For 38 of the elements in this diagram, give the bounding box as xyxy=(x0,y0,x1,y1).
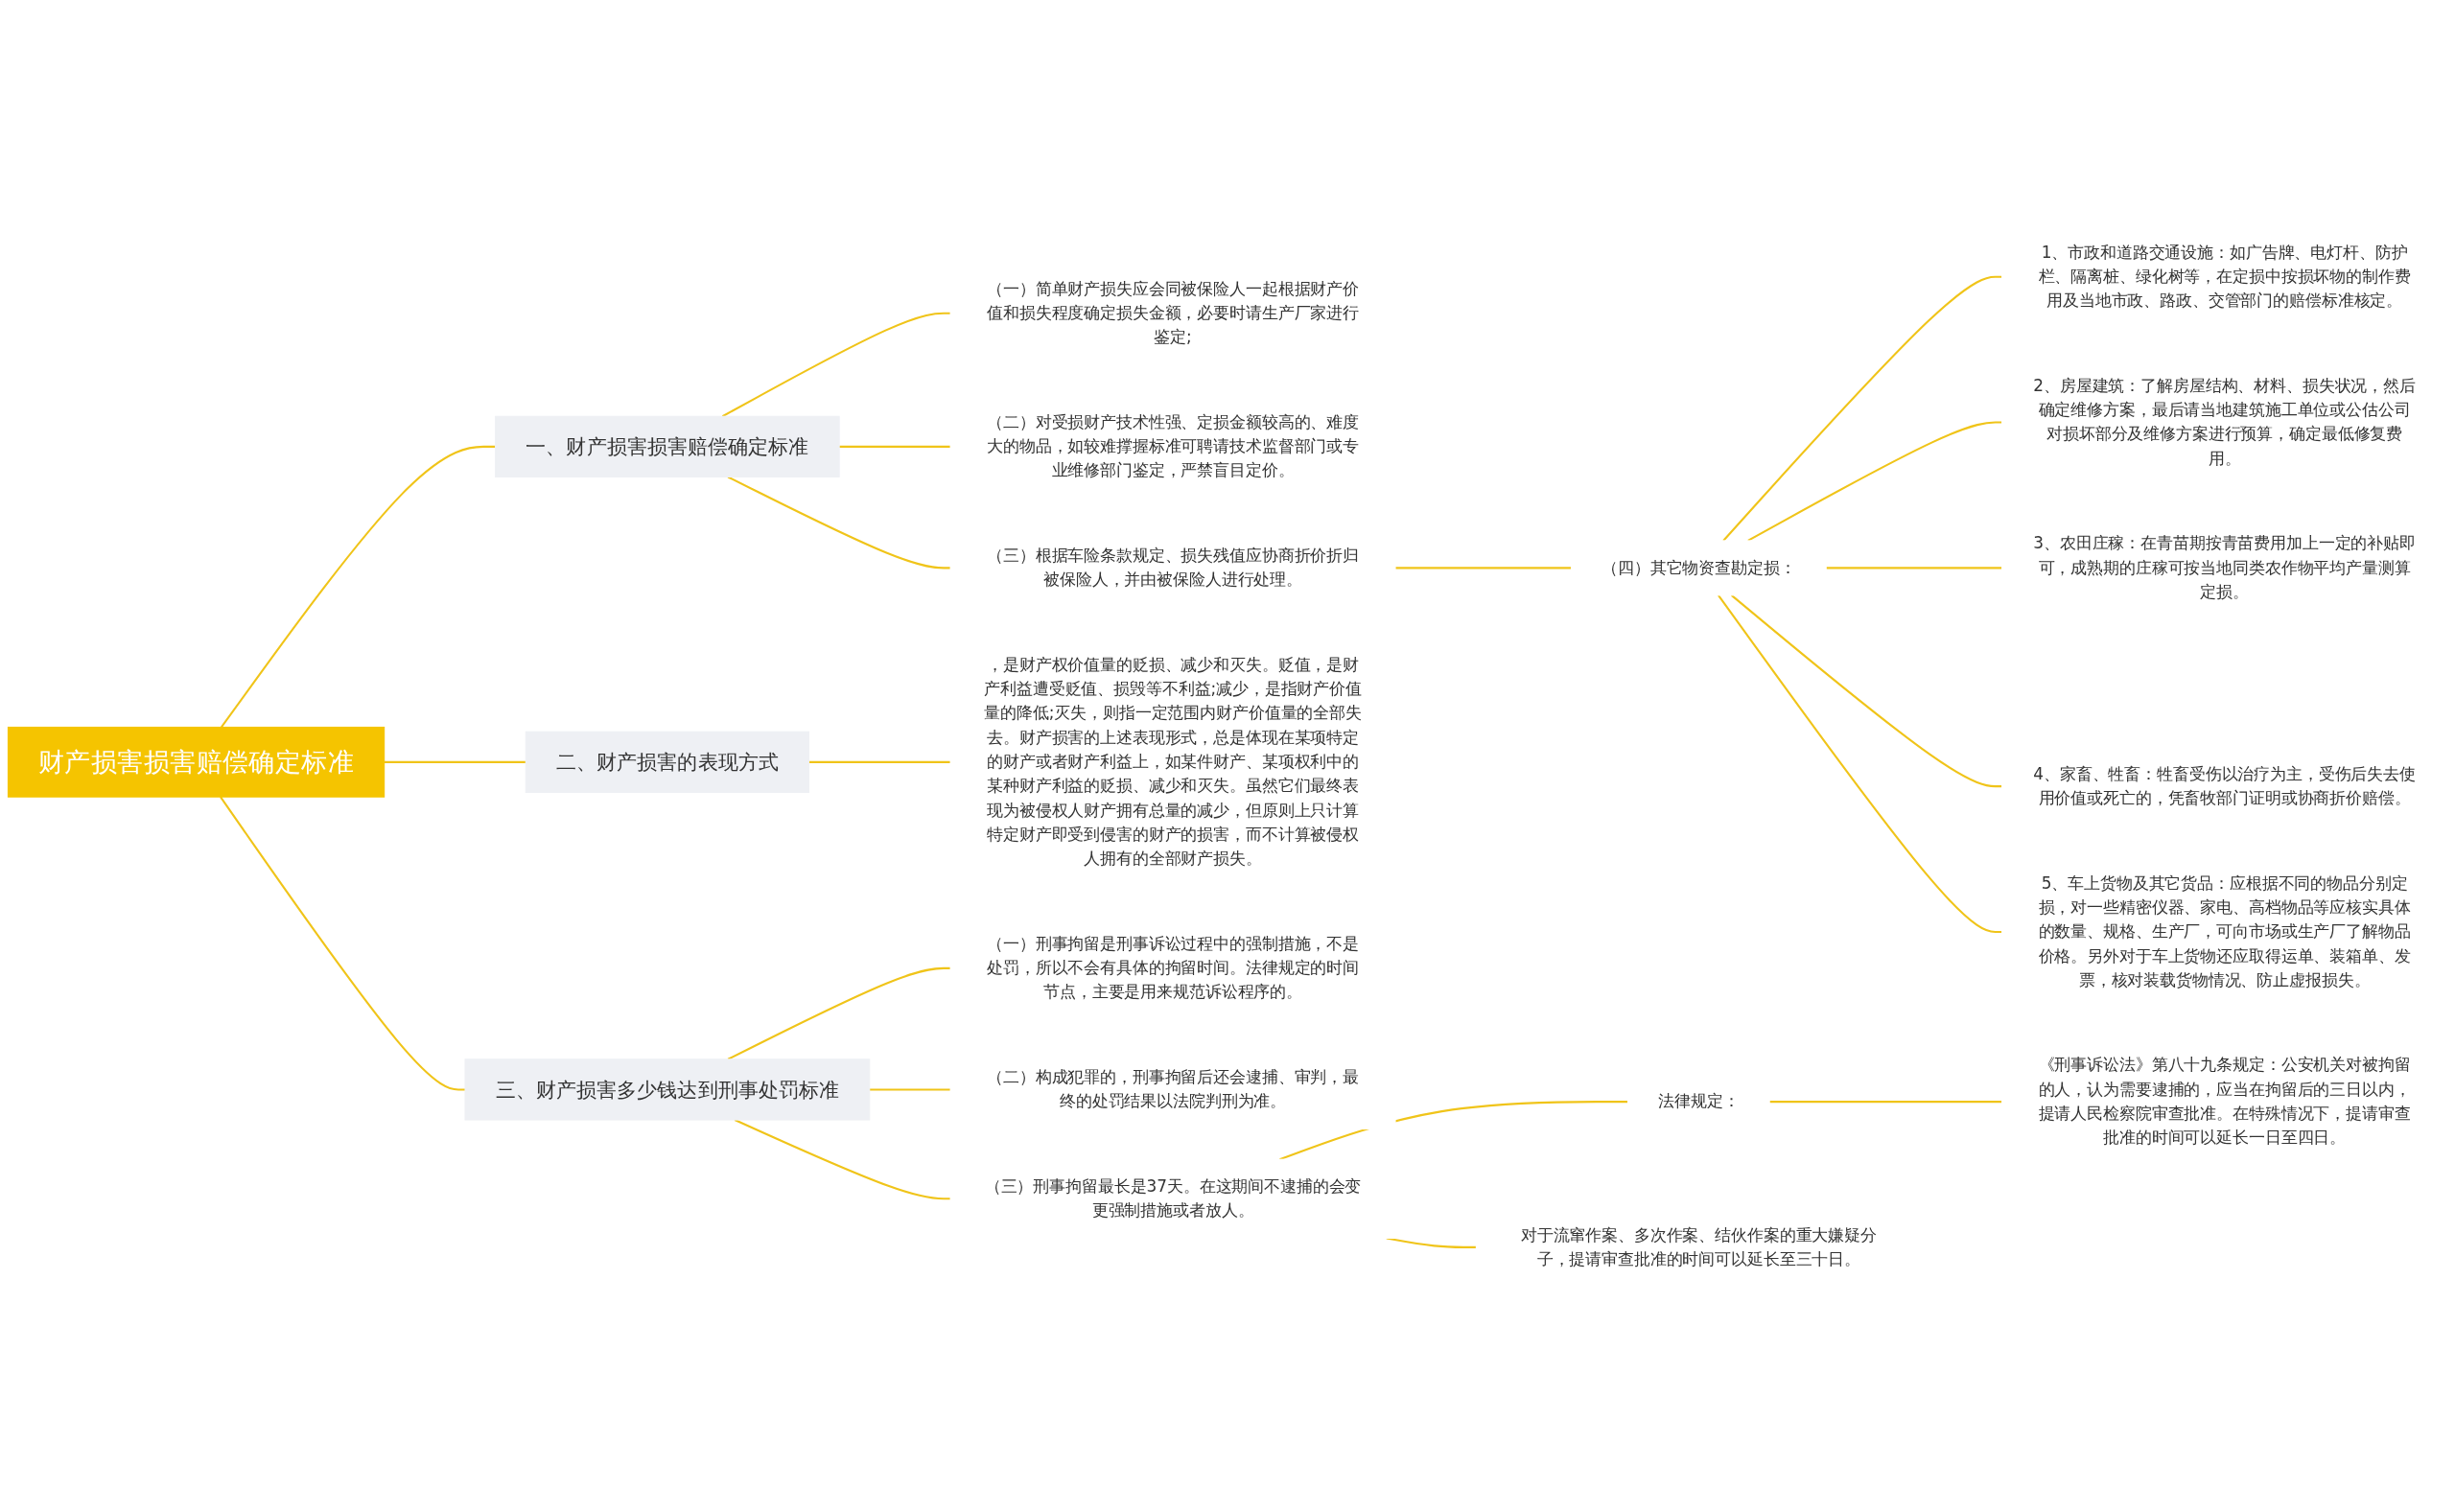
connector xyxy=(721,312,951,418)
connector xyxy=(734,1119,951,1200)
node-text: 1、市政和道路交通设施：如广告牌、电灯杆、防护栏、隔离桩、绿化树等，在定损中按损坏物的制作费用及当地市政、路政、交管部门的赔偿标准核定。 xyxy=(2038,242,2411,311)
node-box: 财产损害损害赔偿确定标准 xyxy=(7,726,386,798)
connector xyxy=(727,966,951,1060)
node-text: 法律规定： xyxy=(1658,1091,1740,1111)
connector xyxy=(1769,1101,2002,1104)
node-text: （二）对受损财产技术性强、定损金额较高的、难度大的物品，如较难撑握标准可聘请技术监督部门或专业维修部门鉴定，严禁盲目定价。 xyxy=(987,412,1360,480)
node-text: （二）构成犯罪的，刑事拘留后还会逮捕、审判，最终的处罚结果以法院判刑为准。 xyxy=(987,1067,1360,1111)
connector xyxy=(839,445,951,448)
connector xyxy=(220,796,465,1091)
node-text: 对于流窜作案、多次作案、结伙作案的重大嫌疑分子，提请审查批准的时间可以延长至三十日。 xyxy=(1520,1224,1877,1269)
connector xyxy=(869,1088,951,1091)
node-text: ，是财产权价值量的贬损、减少和灭失。贬值，是财产利益遭受贬值、损毁等不利益;减少，是指财产价值量的降低;灭失，则指一定范围内财产价值量的全部失去。财产损害的上述表现形式，总是体现在某项特定的财产或者财产利益上，如某件财产、某项权利中的某种财产利益的贬损、减少和灭失。虽然它们最终表现为被侵权人财产拥有总量的减少，但原则上只计算特定财产即受到侵害的财产的损害，而不计算被侵权人拥有的全部财产损失。 xyxy=(984,655,1362,869)
connector xyxy=(1826,567,2002,570)
node-text: 5、车上货物及其它货品：应根据不同的物品分别定损，对一些精密仪器、家电、高档物品等应核实具体的数量、规格、生产厂，可向市场或生产厂了解物品价格。另外对于车上货物还应取得运单、装箱单、发票，核对装载货物情况、防止虚报损失。 xyxy=(2038,872,2411,990)
connector xyxy=(1747,421,2002,542)
node-box: 三、财产损害多少钱达到刑事处罚标准 xyxy=(464,1058,871,1121)
node-text: （一）简单财产损失应会同被保险人一起根据财产价值和损失程度确定损失金额，必要时请生产厂家进行鉴定; xyxy=(987,278,1360,347)
node-text: （一）刑事拘留是刑事诉讼过程中的强制措施，不是处罚，所以不会有具体的拘留时间。法律规定的时间节点，主要是用来规范诉讼程序的。 xyxy=(987,934,1360,1002)
connector xyxy=(1718,594,2002,933)
connector xyxy=(384,760,526,763)
node-text: 4、家畜、牲畜：牲畜受伤以治疗为主，受伤后失去使用价值或死亡的，凭畜牧部门证明或协商折价赔偿。 xyxy=(2033,763,2416,808)
node-text: （三）刑事拘留最长是37天。在这期间不逮捕的会变更强制措施或者放人。 xyxy=(984,1176,1362,1221)
node-text: 《刑事诉讼法》第八十九条规定：公安机关对被拘留的人，认为需要逮捕的，应当在拘留后的三日以内，提请人民检察院审查批准。在特殊情况下，提请审查批准的时间可以延长一日至四日。 xyxy=(2038,1055,2411,1148)
node-text: 2、房屋建筑：了解房屋结构、材料、损失状况，然后确定维修方案，最后请当地建筑施工单位或公估公司对损坏部分及维修方案进行预算，确定最低修复费用。 xyxy=(2033,376,2416,469)
connector xyxy=(1722,275,2002,542)
connector xyxy=(1730,594,2002,788)
connector xyxy=(1395,567,1572,570)
connector xyxy=(727,476,951,570)
connector xyxy=(808,760,951,763)
node-box: 一、财产损害损害赔偿确定标准 xyxy=(495,415,840,478)
node-text: 3、农田庄稼：在青苗期按青苗费用加上一定的补贴即可，成熟期的庄稼可按当地同类农作物平均产量测算定损。 xyxy=(2033,533,2416,602)
connector xyxy=(1279,1101,1628,1161)
node-box: 二、财产损害的表现方式 xyxy=(525,731,809,793)
connector xyxy=(221,445,496,729)
node-text: （三）根据车险条款规定、损失残值应协商折价折归被保险人，并由被保险人进行处理。 xyxy=(987,546,1360,590)
node-text: （四）其它物资查勘定损： xyxy=(1602,557,1796,577)
